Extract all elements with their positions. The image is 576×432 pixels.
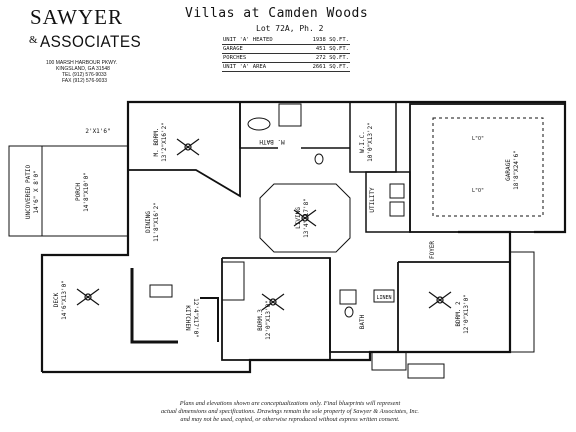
range [149, 284, 173, 298]
bath-label: BATH [359, 314, 366, 329]
company-contact: 100 MARSH HARBOUR PKWY. KINGSLAND, GA 31… [46, 60, 117, 84]
kitchen-label: KITCHEN [184, 305, 191, 331]
company-city: KINGSLAND, GA 31548 [56, 66, 110, 72]
porch-label: PORCH [75, 183, 82, 201]
bdrm2-label: BDRM. 2 [455, 301, 462, 327]
garage-label: GARAGE [505, 159, 512, 181]
utility-label: UTILITY [369, 187, 376, 213]
garage-dim: 18'8"X24'6" [513, 150, 520, 190]
area-label: UNIT 'A' AREA [222, 62, 296, 72]
foyer-label: FOYER [429, 241, 436, 259]
disclaimer: Plans and elevations shown are conceptua… [104, 400, 476, 424]
toilet [314, 153, 324, 165]
dining-label: DINING [145, 211, 152, 233]
utility-walls [365, 171, 411, 233]
company-name-line2: ASSOCIATES [40, 32, 142, 51]
deck-label: DECK [53, 292, 60, 307]
patio-label: UNCOVERED PATIO [25, 165, 32, 220]
project-title: Villas at Camden Woods [185, 6, 369, 21]
garage-lo-bottom: L"O" [472, 188, 484, 194]
area-label: UNIT 'A' HEATED [222, 36, 296, 45]
disclaimer-line: and may not be used, copied, or otherwis… [180, 416, 400, 423]
deck-dim: 14'6"X13'0" [61, 280, 68, 320]
company-fax: FAX (912) 576-9033 [62, 78, 108, 84]
linen-closet [373, 289, 395, 303]
kitchen-dim: 12'4"X17'0" [192, 298, 199, 338]
area-value: 1938 SQ.FT. [295, 36, 350, 45]
ceiling-fans [76, 138, 452, 311]
garage-lo-top: L"O" [472, 136, 484, 142]
disclaimer-line: actual dimensions and specifications. Dr… [161, 408, 419, 415]
company-tel: TEL (912) 576-9033 [62, 72, 107, 78]
company-address: 100 MARSH HARBOUR PKWY. [46, 60, 118, 66]
porch-dim: 14'8"X10'0" [83, 172, 90, 212]
wic-dim: 10'0"X13'2" [367, 122, 374, 162]
disclaimer-line: Plans and elevations shown are conceptua… [179, 400, 401, 407]
dining-dim: 11'8"X16'2" [153, 202, 160, 242]
bdrm3-walls [221, 257, 331, 361]
bdrm3-label: BDRM.3 [257, 309, 264, 331]
patio-outline [8, 145, 43, 237]
bdrm2-dim: 12'0"X13'0" [463, 294, 470, 334]
master-bdrm-walls [127, 102, 241, 198]
area-value: 272 SQ.FT. [295, 53, 350, 63]
company-name-line1: SAWYER [30, 5, 123, 29]
living-label: LIVING [295, 207, 302, 229]
area-value: 451 SQ.FT. [295, 44, 350, 54]
master-bdrm-label: M. BDRM. [153, 128, 160, 157]
garage-walls [409, 103, 566, 233]
area-label: GARAGE [222, 44, 296, 54]
wic-label: W.I.C. [359, 131, 366, 153]
closet-dim: 2'X1'6" [85, 128, 110, 135]
master-bdrm-dim: 13'2"X16'2" [161, 122, 168, 162]
bdrm3-dim: 12'0"X13'0" [265, 300, 272, 340]
linen-label: LINEN [376, 295, 391, 301]
living-tray-ceiling [259, 183, 351, 253]
shower [278, 103, 302, 127]
company-ampersand: & [29, 34, 38, 46]
area-label: PORCHES [222, 53, 296, 63]
living-dim: 13'4"X17'8" [303, 198, 310, 238]
front-step [371, 351, 407, 371]
master-bath-label: M. BATH [259, 138, 285, 145]
garage-door-dash [432, 117, 544, 217]
area-value: 2661 SQ.FT. [295, 62, 350, 72]
tub [247, 117, 271, 131]
bdrm2-walls [397, 261, 511, 353]
project-lot: Lot 72A, Ph. 2 [256, 24, 324, 33]
patio-dim: 14'6" X 8'0" [33, 170, 40, 213]
